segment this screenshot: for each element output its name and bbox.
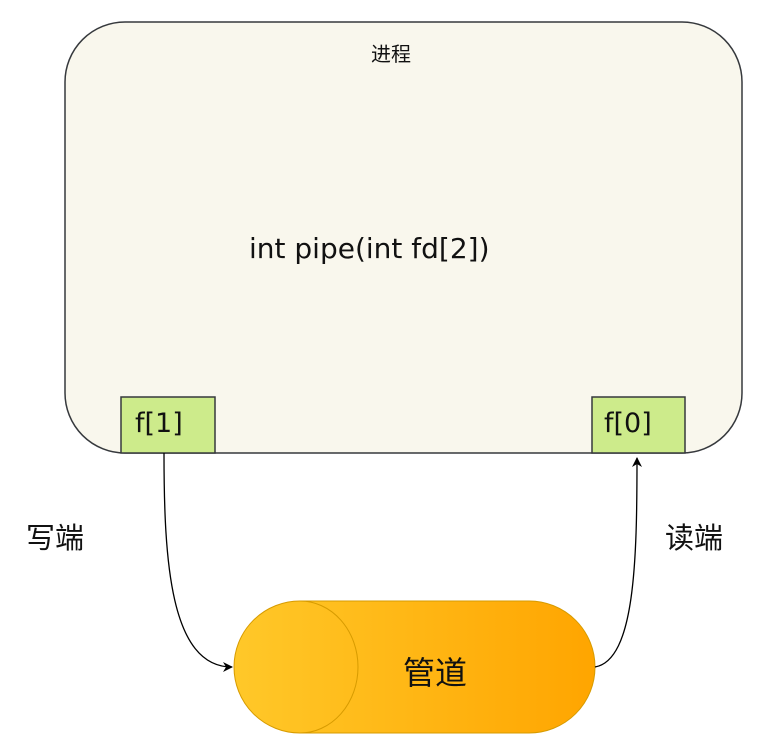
write-end-label: 写端 [26, 521, 85, 555]
read-arrow [594, 457, 642, 668]
read-end-label: 读端 [665, 521, 724, 555]
read-fd-label: f[0] [604, 408, 652, 439]
process-box [64, 21, 743, 454]
pipe-call: int pipe(int fd[2]) [249, 232, 490, 265]
pipe-cylinder [233, 600, 596, 734]
process-title: 进程 [371, 42, 411, 66]
pipe-label: 管道 [403, 654, 468, 692]
write-fd-label: f[1] [135, 408, 183, 439]
write-fd-box [120, 396, 216, 454]
write-arrow [163, 452, 233, 672]
read-fd-box [591, 396, 686, 454]
pipe-cap [299, 600, 359, 734]
